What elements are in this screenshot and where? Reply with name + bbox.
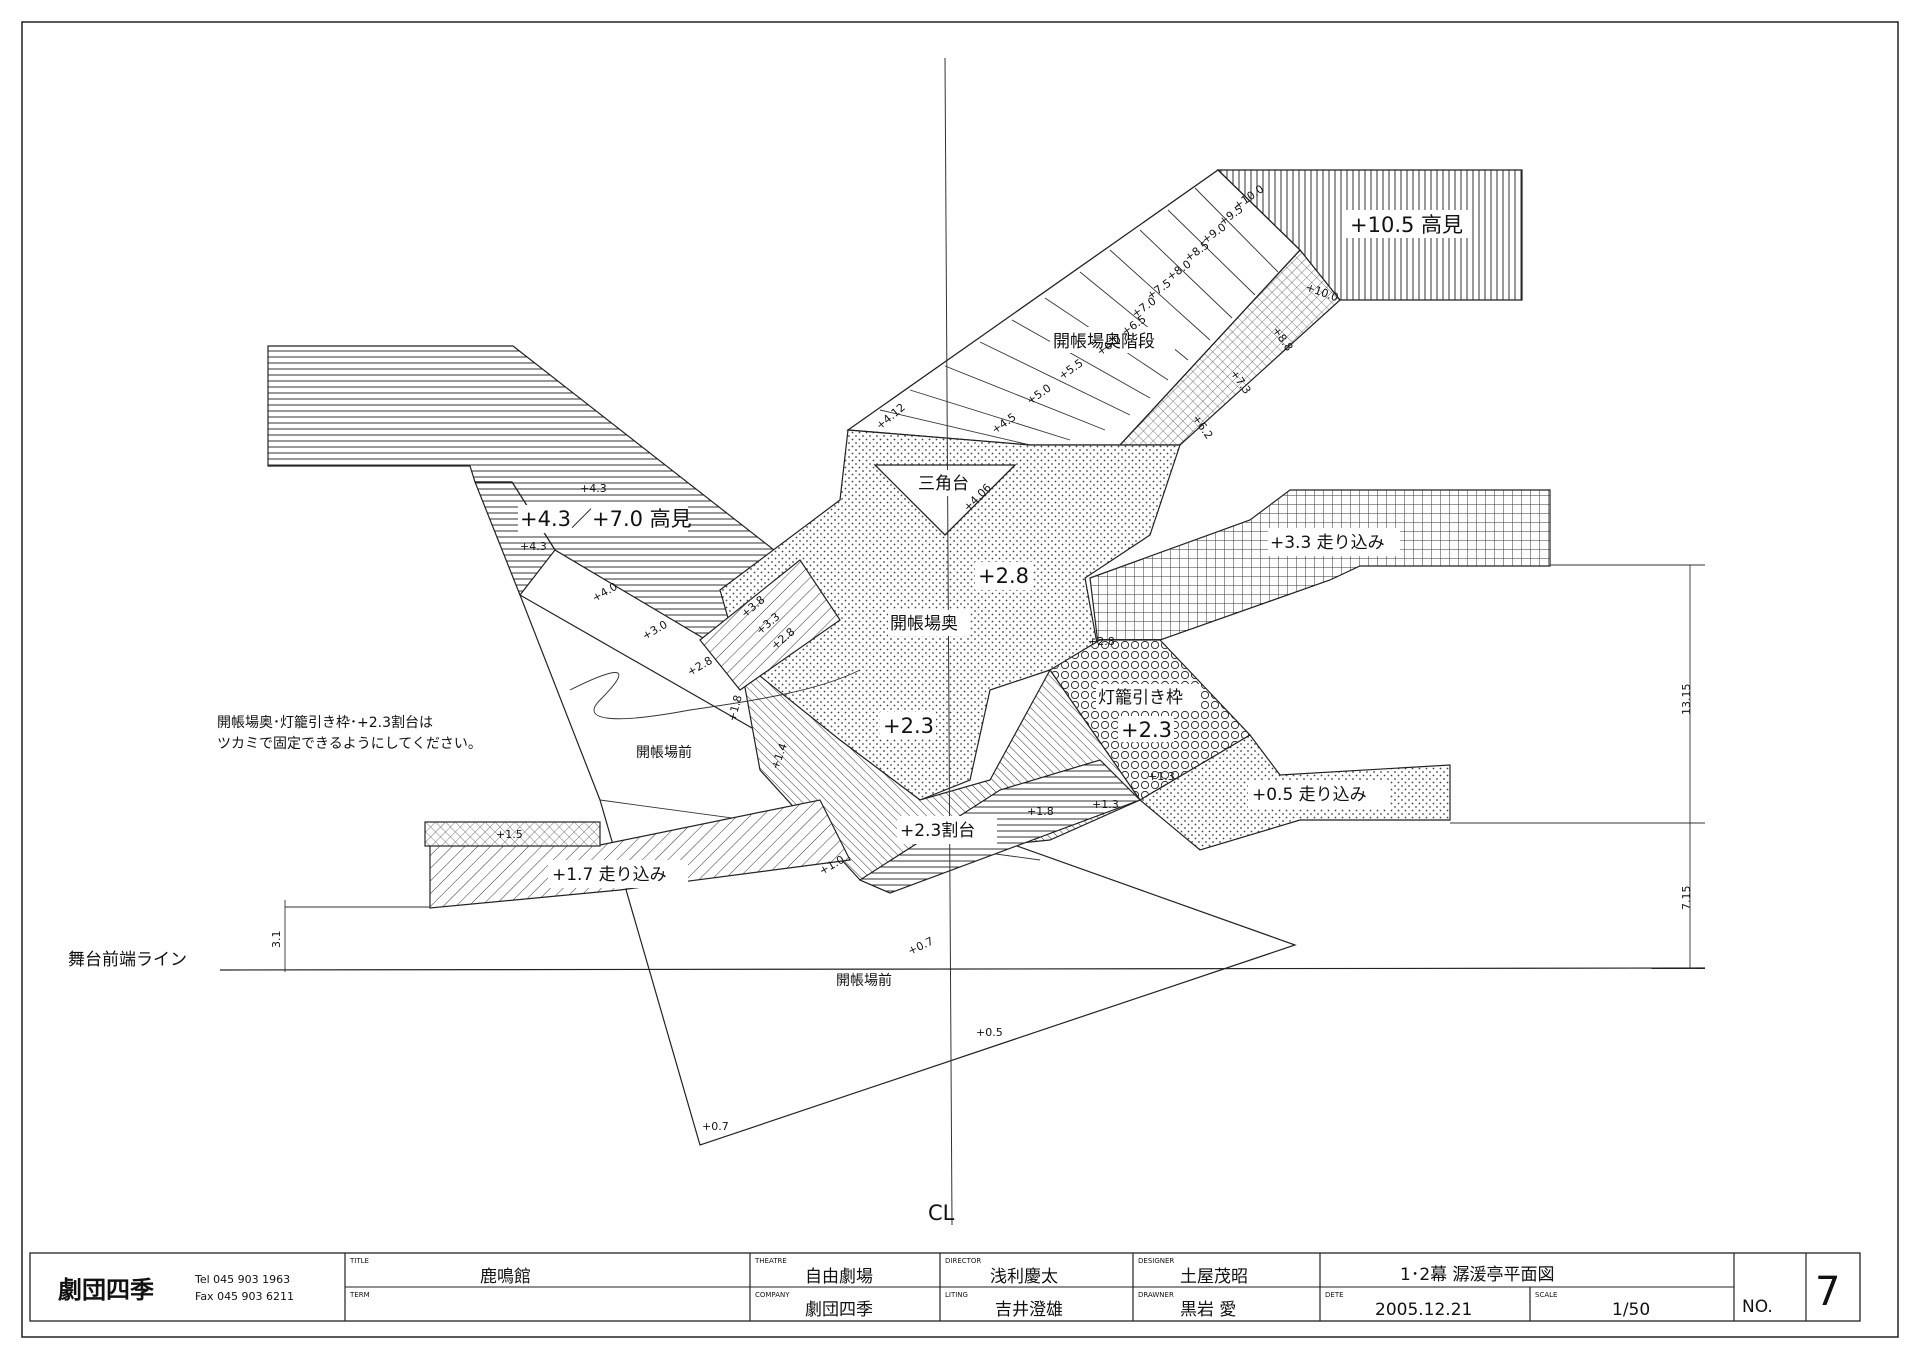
level-mark: +2.8 bbox=[685, 654, 715, 679]
sheet-title: 1･2幕 潺湲亭平面図 bbox=[1400, 1265, 1555, 1285]
lighting-value: 吉井澄雄 bbox=[995, 1300, 1063, 1320]
stage-front-line bbox=[219, 967, 1706, 971]
label-plus-28: +2.8 bbox=[978, 564, 1029, 588]
level-mark: +1.8 bbox=[1027, 805, 1054, 818]
drawner-caption: DRAWNER bbox=[1138, 1291, 1174, 1299]
level-mark: +1.5 bbox=[496, 828, 523, 841]
level-mark: +1.3 bbox=[1148, 770, 1175, 783]
sheet-no-label: NO. bbox=[1742, 1297, 1773, 1317]
date-caption: DETE bbox=[1325, 1291, 1344, 1299]
sheet-border bbox=[21, 21, 1899, 1338]
sheet-no-value: 7 bbox=[1815, 1269, 1840, 1315]
level-mark: +2.8 bbox=[1088, 635, 1115, 648]
level-mark: +1.8 bbox=[725, 694, 744, 723]
label-kaichoba-oku-kaidan: 開帳場奥階段 bbox=[1053, 332, 1155, 352]
company-caption: COMPANY bbox=[755, 1291, 790, 1299]
level-mark: +0.7 bbox=[702, 1120, 729, 1133]
date-value: 2005.12.21 bbox=[1375, 1300, 1472, 1320]
level-mark: +4.3 bbox=[580, 482, 607, 495]
label-wari-dai-23: +2.3割台 bbox=[900, 821, 975, 841]
stage-front-line-label: 舞台前端ライン bbox=[68, 950, 187, 970]
sankakudai-shape bbox=[873, 464, 1017, 536]
hashirikomi-17-shape bbox=[429, 799, 851, 909]
drawner-value: 黒岩 愛 bbox=[1180, 1300, 1236, 1320]
level-mark: +1.3 bbox=[1092, 798, 1119, 811]
dim-31: 3.1 bbox=[270, 931, 283, 949]
drawing-title: 鹿鳴館 bbox=[480, 1267, 531, 1287]
label-hashirikomi-17: +1.7 走り込み bbox=[552, 865, 667, 885]
level-mark: +0.5 bbox=[976, 1026, 1003, 1039]
level-mark: +0.7 bbox=[906, 935, 936, 958]
title-block bbox=[29, 1252, 1861, 1322]
company-fax: Fax 045 903 6211 bbox=[195, 1290, 294, 1303]
label-plus-23-left: +2.3 bbox=[883, 714, 934, 738]
dim-1315: 13.15 bbox=[1680, 684, 1693, 716]
centerline-label: CL bbox=[928, 1201, 955, 1225]
scale-value: 1/50 bbox=[1612, 1300, 1650, 1320]
title-caption: TITLE bbox=[349, 1257, 369, 1265]
label-hashirikomi-33: +3.3 走り込み bbox=[1270, 533, 1385, 553]
scale-caption: SCALE bbox=[1535, 1291, 1557, 1299]
label-hashirikomi-05: +0.5 走り込み bbox=[1252, 785, 1367, 805]
label-kaichoba-mae-lower: 開帳場前 bbox=[836, 972, 892, 989]
label-kaichoba-oku: 開帳場奥 bbox=[890, 614, 958, 634]
lighting-caption: LITING bbox=[945, 1291, 968, 1299]
director-value: 浅利慶太 bbox=[990, 1267, 1058, 1287]
label-toro-hikiwaku: 灯籠引き枠 bbox=[1098, 687, 1183, 708]
company-tel: Tel 045 903 1963 bbox=[194, 1273, 290, 1286]
theatre-value: 自由劇場 bbox=[805, 1267, 873, 1287]
director-caption: DIRECTOR bbox=[945, 1257, 981, 1265]
label-takami-43-70: +4.3／+7.0 高見 bbox=[520, 507, 692, 531]
designer-value: 土屋茂昭 bbox=[1180, 1267, 1248, 1287]
theatre-caption: THEATRE bbox=[754, 1257, 787, 1265]
company-value: 劇団四季 bbox=[805, 1300, 873, 1320]
label-plus-23-right: +2.3 bbox=[1121, 718, 1172, 742]
note-line-2: ツカミで固定できるようにしてください。 bbox=[217, 736, 482, 752]
label-kaichoba-mae-upper: 開帳場前 bbox=[636, 744, 692, 761]
label-sankakudai: 三角台 bbox=[918, 474, 969, 494]
designer-caption: DESIGNER bbox=[1138, 1257, 1174, 1265]
term-caption: TERM bbox=[349, 1291, 370, 1299]
hashirikomi-33-shape bbox=[1089, 489, 1551, 661]
level-mark: +3.0 bbox=[640, 618, 670, 643]
note-line-1: 開帳場奥･灯籠引き枠･+2.3割台は bbox=[217, 714, 433, 731]
label-takami-105: +10.5 高見 bbox=[1350, 213, 1463, 237]
level-mark: +4.3 bbox=[520, 540, 547, 553]
level-mark: +4.0 bbox=[590, 580, 620, 605]
dim-715: 7.15 bbox=[1680, 886, 1693, 911]
centerline bbox=[944, 57, 953, 1226]
company-logo: 劇団四季 bbox=[58, 1276, 154, 1304]
